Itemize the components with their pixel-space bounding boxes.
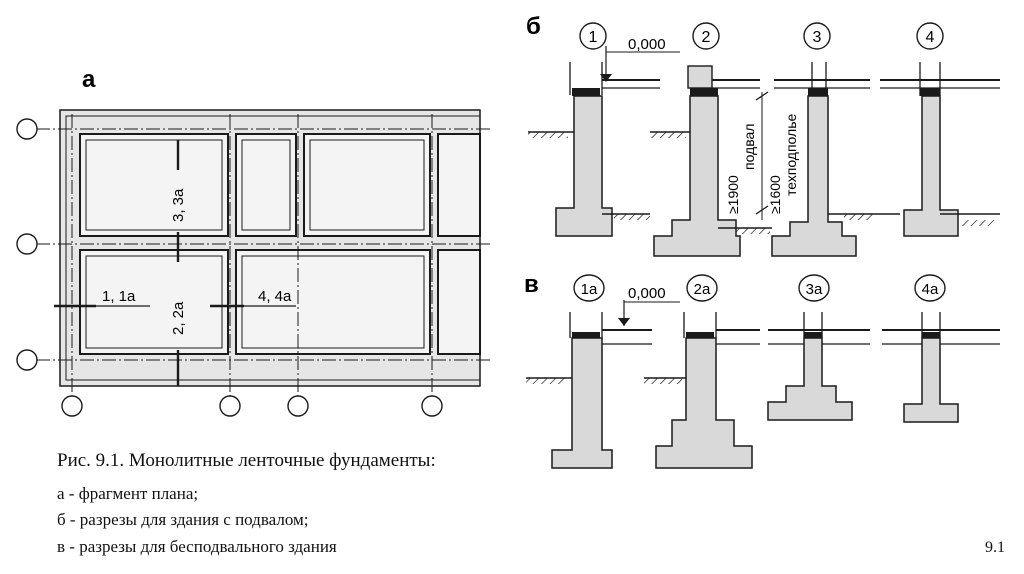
insulation: [572, 332, 600, 338]
page-number: 9.1: [985, 539, 1005, 556]
ground-hatch: [614, 214, 650, 220]
ground-hatch: [644, 378, 682, 384]
foundation-2a: [655, 337, 753, 469]
dim-basement: ≥1900: [725, 175, 741, 214]
room-inner: [241, 139, 291, 231]
ground-hatch: [650, 132, 686, 138]
sections-b-label: б: [526, 13, 541, 40]
insulation: [690, 88, 718, 96]
room: [79, 249, 229, 355]
room: [437, 249, 481, 355]
caption-item-b: б - разрезы для здания с подвалом;: [57, 510, 309, 529]
dimension-tick: [755, 205, 769, 215]
section-id-4: 4: [926, 29, 935, 46]
sections-v-label: в: [524, 271, 539, 298]
ground-hatch: [736, 228, 770, 234]
plan-label: а: [82, 66, 96, 93]
sections-no-basement: в 1а 0,000 2а 3а: [524, 271, 1000, 469]
insulation: [572, 88, 600, 96]
dim-crawlspace: ≥1600: [767, 175, 783, 214]
insulation: [804, 332, 822, 338]
caption-item-v: в - разрезы для бесподвального здания: [57, 537, 337, 556]
ground-hatch: [526, 378, 566, 384]
cut-label-1: 1, 1а: [102, 288, 136, 305]
section-bubble-2a: [686, 274, 718, 302]
room: [303, 133, 431, 237]
section-id-3: 3: [813, 29, 822, 46]
section-bubble-4: [916, 22, 944, 50]
room: [235, 249, 431, 355]
section-bubble-1: [579, 22, 607, 50]
elevation-mark: [600, 74, 612, 82]
section-bubble-2: [692, 22, 720, 50]
plan-inner-outline: [65, 115, 481, 381]
cut-label-2: 2, 2а: [170, 301, 187, 335]
foundation-4: [903, 95, 959, 237]
ground-hatch: [962, 220, 996, 226]
section-id-1a: 1а: [581, 281, 598, 298]
foundation-2: [653, 95, 741, 257]
section-id-1: 1: [589, 29, 598, 46]
section-id-3a: 3а: [806, 281, 823, 298]
caption-item-a: а - фрагмент плана;: [57, 484, 199, 503]
section-id-2: 2: [702, 29, 711, 46]
section-bubble-3: [803, 22, 831, 50]
ground-hatch: [844, 214, 874, 220]
room-inner: [85, 139, 223, 231]
basement-label: подвал: [741, 124, 757, 170]
cut-label-3: 3, 3а: [170, 188, 187, 222]
elevation-label-v: 0,000: [628, 285, 666, 302]
section-bubble-3a: [798, 274, 830, 302]
cut-label-4: 4, 4а: [258, 288, 292, 305]
insulation: [922, 332, 940, 338]
sections-basement: б 1 0,000 2 ≥1900 подвал: [526, 13, 1000, 257]
section-bubble-1a: [573, 274, 605, 302]
dimension-tick: [755, 91, 769, 101]
crawlspace-label: техподполье: [783, 114, 799, 196]
room-inner: [85, 255, 223, 349]
foundation-3a: [767, 337, 853, 421]
ground-hatch: [528, 132, 568, 138]
elevation-label: 0,000: [628, 36, 666, 53]
section-bubble-4a: [914, 274, 946, 302]
section-id-2a: 2а: [694, 281, 711, 298]
elevation-mark: [618, 318, 630, 326]
room: [437, 133, 481, 237]
section-id-4a: 4а: [922, 281, 939, 298]
plinth: [687, 65, 713, 89]
figure-caption: Рис. 9.1. Монолитные ленточные фундамент…: [57, 450, 436, 471]
foundation-1a: [551, 337, 613, 469]
foundation-4a: [903, 337, 959, 423]
foundation-1: [555, 95, 613, 237]
foundation-3: [771, 95, 857, 257]
plan-axes: [36, 114, 492, 396]
plan-view: а: [16, 66, 492, 417]
insulation: [686, 332, 714, 338]
insulation: [920, 88, 940, 96]
cut-markers: [54, 140, 244, 386]
room-inner: [309, 139, 425, 231]
room: [79, 133, 229, 237]
axis-bubbles: [16, 118, 443, 417]
room-inner: [241, 255, 425, 349]
insulation: [808, 88, 828, 96]
room: [235, 133, 297, 237]
